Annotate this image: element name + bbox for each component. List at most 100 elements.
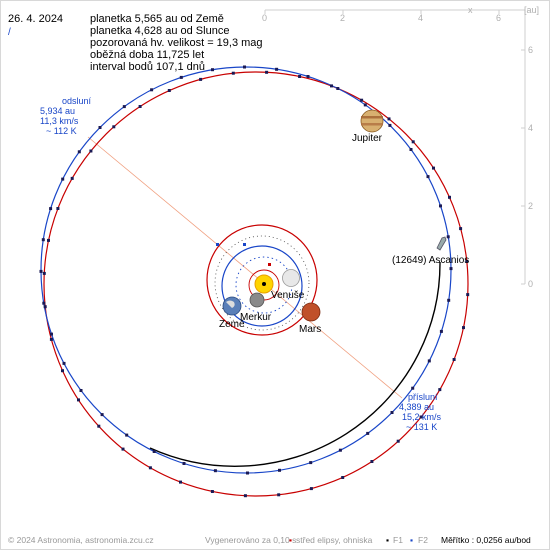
slash-mark: /: [8, 27, 11, 38]
legend-center-marker: ▪: [289, 535, 293, 545]
orbit-point: [419, 415, 423, 419]
orbit-point: [452, 358, 456, 361]
legend-f1-marker: ▪: [386, 535, 390, 545]
orbit-point: [275, 67, 279, 71]
focus-marker: [268, 263, 271, 266]
orbit-point: [122, 105, 126, 109]
info-distance-sun: planetka 4,628 au od Slunce: [90, 25, 230, 37]
orbit-point: [427, 359, 431, 363]
orbit-point: [462, 326, 465, 330]
asteroid-orbit: [40, 66, 452, 474]
orbit-point: [446, 235, 450, 239]
y-tick-2: 2: [528, 201, 534, 211]
au-unit-label: [au]: [524, 5, 540, 15]
y-tick-0: 0: [528, 279, 534, 289]
orbit-point: [306, 75, 310, 78]
orbit-point: [370, 460, 374, 463]
date-label: 26. 4. 2024: [8, 13, 64, 25]
orbit-point: [439, 204, 442, 208]
orbit-point: [61, 177, 65, 181]
orbit-point: [439, 329, 443, 333]
aphelion-temp: ~ 112 K: [46, 126, 77, 136]
mars-icon: [301, 302, 321, 322]
mars-orbit: [206, 224, 318, 336]
x-tick-2: 2: [340, 13, 346, 23]
footer-copyright: © 2024 Astronomia, astronomia.zcu.cz: [8, 535, 154, 545]
info-distance-earth: planetka 5,565 au od Země: [90, 13, 224, 25]
footer-scale: Měřítko : 0,0256 au/bod: [441, 535, 531, 545]
center-marker: [243, 243, 246, 246]
mercury-icon: [249, 292, 265, 308]
orbit-point: [411, 140, 415, 144]
orbit-point: [179, 75, 183, 79]
footer-f2: F2: [418, 535, 428, 545]
legend-f2-marker: ▪: [410, 535, 414, 545]
orbit-point: [39, 269, 43, 273]
orbit-point: [278, 468, 281, 472]
orbit-point: [210, 490, 214, 493]
orbit-point: [56, 207, 60, 210]
orbit-point: [179, 480, 182, 484]
orbit-point: [89, 149, 93, 153]
orbit-point: [47, 238, 50, 242]
asteroid-label: (12649) Ascanios: [392, 255, 470, 266]
aphelion-title: odsluní: [62, 96, 92, 106]
footer-generated: Vygenerováno za 0,10 s: [205, 535, 297, 545]
jupiter-orbit: [43, 71, 469, 497]
orbit-point: [396, 439, 400, 443]
axis-ticks: [264, 10, 525, 285]
jupiter-icon: [360, 109, 384, 133]
orbit-point: [363, 103, 367, 107]
info-interval: interval bodů 107,1 dnů: [90, 61, 205, 73]
orbit-point: [409, 148, 413, 151]
orbit-point-markers: [39, 65, 470, 498]
perihelion-title: přísluní: [408, 392, 438, 402]
orbit-point: [309, 461, 313, 465]
perihelion-temp: ~ 131 K: [406, 422, 438, 432]
orbit-point: [265, 70, 269, 74]
mars-label: Mars: [299, 324, 322, 335]
orbit-point: [43, 305, 47, 309]
sun-center: [262, 282, 266, 286]
orbit-point: [411, 386, 415, 390]
orbit-point: [42, 271, 46, 275]
orbit-point: [277, 493, 281, 497]
orbit-point: [466, 293, 470, 297]
y-tick-4: 4: [528, 123, 534, 133]
orbit-point: [366, 431, 370, 435]
orbit-point: [231, 71, 235, 75]
orbit-point: [49, 337, 53, 341]
orbit-point: [41, 238, 45, 242]
apsides-line: [87, 136, 403, 399]
orbit-point: [309, 487, 313, 491]
orbit-point: [79, 389, 83, 392]
orbit-point: [199, 77, 203, 81]
orbit-point: [97, 424, 101, 428]
orbit-point: [438, 388, 442, 392]
orbit-point: [61, 369, 64, 373]
info-period: oběžná doba 11,725 let: [90, 49, 205, 61]
mercury-label: Merkur: [240, 312, 272, 323]
aphelion-distance: 5,934 au: [40, 106, 76, 116]
orbit-point: [152, 450, 156, 453]
orbit-point: [148, 466, 152, 470]
orbit-point: [447, 298, 451, 302]
orbit-point: [167, 89, 171, 92]
orbit-point: [50, 332, 53, 336]
orbit-point: [49, 207, 53, 211]
orbit-point: [125, 433, 129, 437]
venus-icon: [282, 269, 300, 287]
info-magnitude: pozorovaná hv. velikost = 19,3 mag: [90, 37, 263, 49]
aphelion-speed: 11,3 km/s: [40, 116, 79, 126]
orbit-point: [100, 413, 104, 417]
orbit-point: [246, 471, 249, 475]
orbit-point: [459, 227, 463, 231]
orbit-point: [243, 494, 247, 498]
orbit-point: [77, 398, 80, 402]
orbit-point: [432, 166, 435, 170]
focus-marker-2: [216, 243, 219, 246]
orbit-point: [390, 411, 394, 414]
orbit-point: [341, 476, 345, 479]
